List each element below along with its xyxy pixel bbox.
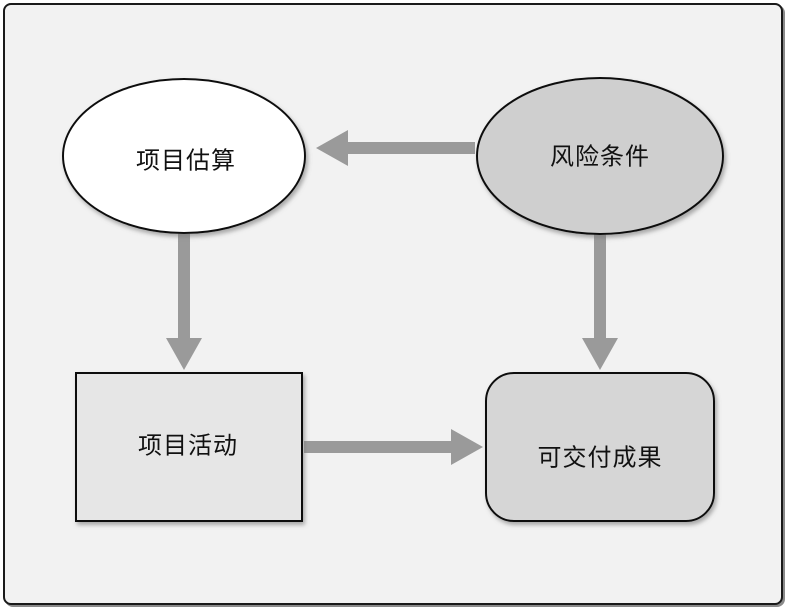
arrow-risk-to-deliverable [582,232,618,370]
node-risk-label: 风险条件 [550,142,650,171]
node-risk-shape [476,77,724,235]
node-deliverable-shape [485,372,715,522]
node-activity-shape [75,372,303,522]
node-deliverable-label: 可交付成果 [537,443,663,472]
arrow-activity-to-deliverable [304,429,483,465]
node-estimate-label: 项目估算 [136,146,236,175]
arrow-risk-to-estimate [316,130,475,166]
node-estimate-shape [62,78,306,234]
arrow-estimate-to-activity [166,232,202,370]
node-activity-label: 项目活动 [138,431,238,460]
